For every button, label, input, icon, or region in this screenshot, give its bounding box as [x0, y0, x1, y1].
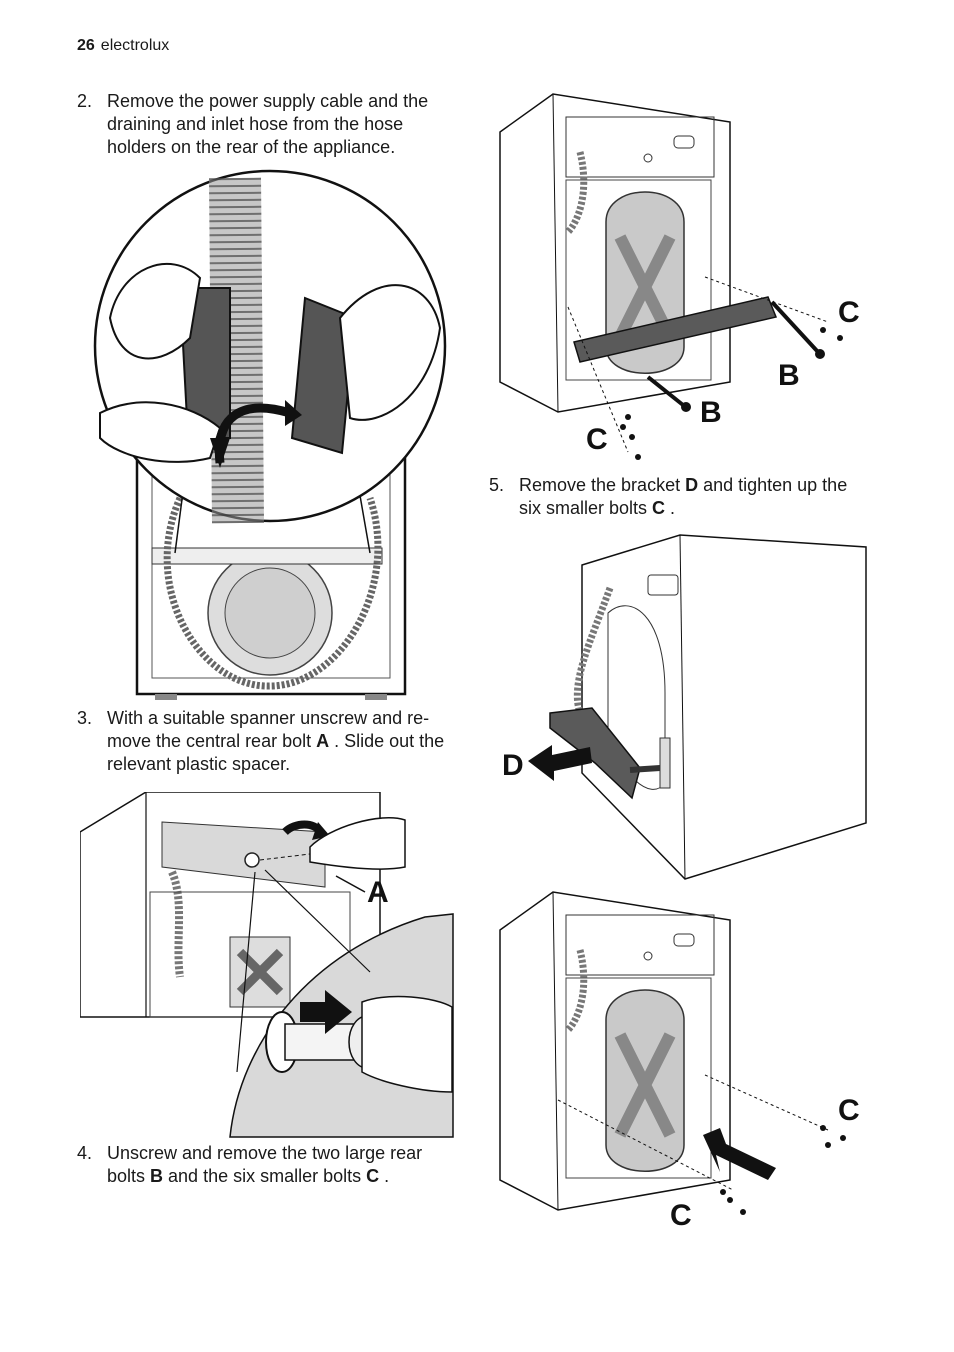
text-run: .	[665, 498, 676, 518]
label-c: C	[838, 1094, 860, 1127]
text-run: Remove the bracket	[519, 475, 686, 495]
spanner-bolt-illustration	[80, 792, 454, 1138]
step-line: With a suitable spanner unscrew and re-	[107, 708, 430, 728]
label-d: D	[502, 749, 524, 782]
label-ref: A	[316, 731, 330, 751]
tighten-bolts-illustration: C C	[499, 891, 860, 1230]
step-line: holders on the rear of the appliance.	[107, 137, 396, 157]
text-run: six smaller bolts	[519, 498, 653, 518]
label-c: C	[586, 423, 608, 456]
text-run: .	[379, 1166, 390, 1186]
text-run: move the central rear bolt	[107, 731, 317, 751]
step-5: 5. Remove the bracket D and tighten up t…	[489, 474, 909, 524]
step-number: 3.	[77, 708, 93, 728]
step-line: bolts B and the six smaller bolts C .	[107, 1165, 422, 1188]
step-text: Unscrew and remove the two large rear bo…	[107, 1142, 422, 1188]
label-a-overlay: A	[367, 876, 389, 908]
text-run: and the six smaller bolts	[163, 1166, 367, 1186]
label-c: C	[838, 296, 860, 329]
label-ref: C	[366, 1166, 380, 1186]
step-line: six smaller bolts C .	[519, 497, 847, 520]
page-header: 26 electrolux	[77, 37, 169, 55]
step-text: Remove the power supply cable and the dr…	[107, 90, 428, 159]
step-line: Remove the power supply cable and the	[107, 91, 429, 111]
hose-removal-illustration	[93, 169, 447, 700]
text-run: . Slide out the	[329, 731, 445, 751]
step-number: 4.	[77, 1143, 93, 1163]
label-ref: D	[685, 475, 699, 495]
step-number: 5.	[489, 475, 505, 495]
step-line: Remove the bracket D and tighten up the	[519, 474, 847, 497]
brand-name: electrolux	[100, 37, 170, 54]
page-number: 26	[77, 37, 95, 54]
text-run: bolts	[107, 1166, 151, 1186]
step-text: With a suitable spanner unscrew and re- …	[107, 707, 444, 776]
step-number: 2.	[77, 91, 93, 111]
label-b: B	[700, 396, 722, 429]
label-a: A	[367, 876, 389, 908]
step-2: 2. Remove the power supply cable and the…	[77, 90, 477, 160]
step-text: Remove the bracket D and tighten up the …	[519, 474, 847, 520]
step-line: relevant plastic spacer.	[107, 754, 291, 774]
label-ref: C	[652, 498, 666, 518]
step-4: 4. Unscrew and remove the two large rear…	[77, 1142, 477, 1192]
text-run: and tighten up the	[698, 475, 848, 495]
label-c: C	[670, 1199, 692, 1230]
step-line: Unscrew and remove the two large rear	[107, 1143, 423, 1163]
bracket-bolts-illustration: C B B C	[499, 93, 860, 460]
step-line: move the central rear bolt A . Slide out…	[107, 730, 444, 753]
label-b: B	[778, 359, 800, 392]
step-line: draining and inlet hose from the hose	[107, 114, 404, 134]
step-3: 3. With a suitable spanner unscrew and r…	[77, 707, 477, 777]
label-ref: B	[150, 1166, 164, 1186]
remove-bracket-illustration: D	[502, 534, 867, 880]
